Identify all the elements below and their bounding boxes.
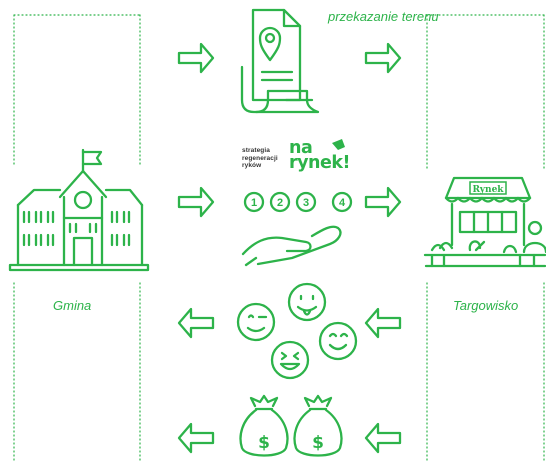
- gmina-label: Gmina: [53, 298, 92, 313]
- step-3-circle: [295, 191, 317, 213]
- step-1-label: 1: [251, 197, 257, 209]
- market-stall-icon: [423, 176, 546, 268]
- laughing-face: [270, 340, 310, 380]
- market-sign-board: [469, 181, 507, 195]
- logo-flag-icon: [332, 139, 345, 150]
- step-3-label: 3: [303, 197, 309, 209]
- dollar-sign-right: $: [312, 433, 324, 453]
- arrow-right-icon: [177, 186, 215, 218]
- logo-tagline-line-2: regeneracji: [242, 154, 278, 162]
- step-2-circle: [269, 191, 291, 213]
- logo-brand-line-1: na: [289, 138, 313, 158]
- logo-wordmark: na rynek!: [289, 138, 350, 173]
- money-bag-left: [239, 394, 289, 457]
- logo-tagline: strategia regeneracji ryków: [242, 147, 286, 170]
- town-hall-icon: [8, 148, 150, 272]
- hand-steps-icon: [241, 225, 342, 267]
- transfer-label: przekazanie terenu: [328, 9, 439, 24]
- arrow-left-icon: [364, 422, 402, 454]
- step-4-label: 4: [339, 197, 346, 209]
- arrow-left-icon: [364, 307, 402, 339]
- logo-tagline-line-3: ryków: [242, 162, 262, 170]
- smiley-faces-icon: [236, 282, 358, 380]
- arrow-left-icon: [177, 422, 215, 454]
- market-sign-text: Rynek: [472, 185, 504, 195]
- money-bags-icon: [239, 394, 343, 457]
- happy-face: [318, 321, 358, 361]
- wink-face: [236, 302, 276, 342]
- step-2-label: 2: [277, 197, 283, 209]
- money-bag-right: [293, 394, 343, 457]
- logo-brand-line-2: rynek!: [289, 153, 350, 173]
- targowisko-label: Targowisko: [453, 298, 519, 313]
- arrow-right-icon: [364, 186, 402, 218]
- step-circles: 1 2 3 4: [243, 191, 353, 213]
- gmina-frame: [13, 14, 141, 463]
- location-document-icon: [240, 8, 320, 114]
- targowisko-frame: [426, 14, 545, 463]
- step-4-circle: [331, 191, 353, 213]
- step-1-circle: [243, 191, 265, 213]
- arrow-right-icon: [364, 42, 402, 74]
- dollar-sign-left: $: [258, 433, 270, 453]
- arrow-right-icon: [177, 42, 215, 74]
- tongue-face: [287, 282, 327, 322]
- arrow-left-icon: [177, 307, 215, 339]
- logo-tagline-line-1: strategia: [242, 147, 270, 154]
